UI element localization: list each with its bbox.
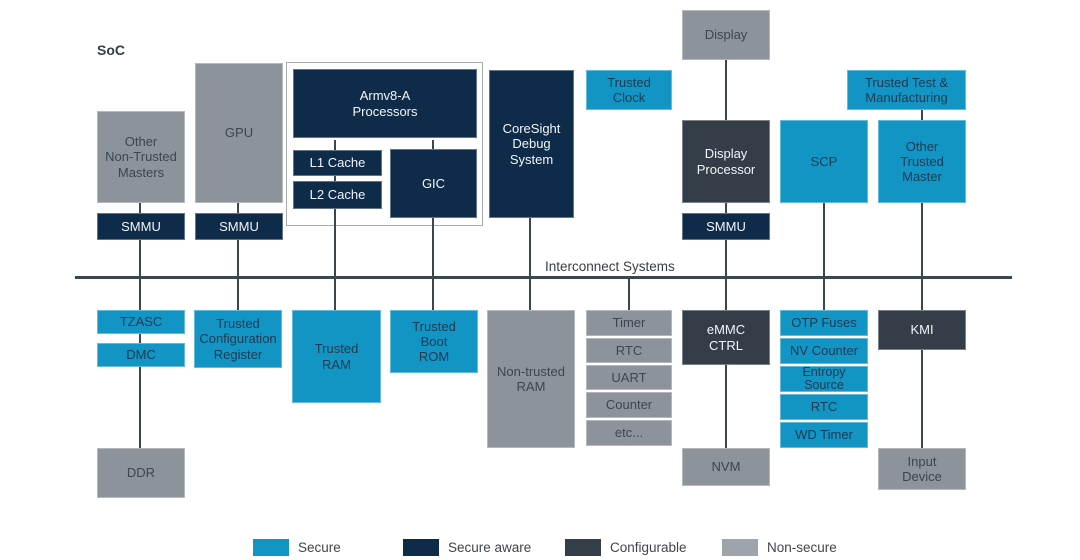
legend-swatch-configurable	[565, 538, 601, 556]
legend-item-configurable: Configurable	[565, 538, 687, 556]
node-l2-cache: L2 Cache	[293, 181, 382, 209]
node-trusted-ram: Trusted RAM	[292, 310, 381, 403]
node-entropy-source: Entropy Source	[780, 366, 868, 392]
node-scp: SCP	[780, 120, 868, 203]
node-display: Display	[682, 10, 770, 60]
legend-item-non-secure: Non-secure	[722, 538, 837, 556]
node-rtc-secure: RTC	[780, 394, 868, 420]
node-smmu-gpu: SMMU	[195, 213, 283, 240]
connector-line	[334, 140, 336, 310]
connector-line	[921, 350, 923, 448]
node-counter: Counter	[586, 392, 672, 418]
node-rtc: RTC	[586, 338, 672, 363]
node-smmu-display: SMMU	[682, 213, 770, 240]
legend-item-secure: Secure	[253, 538, 341, 556]
node-trusted-test-manufacturing: Trusted Test & Manufacturing	[847, 70, 966, 110]
connector-line	[432, 140, 434, 310]
connector-line	[237, 203, 239, 310]
node-coresight-debug-system: CoreSight Debug System	[489, 70, 574, 218]
connector-line	[921, 203, 923, 310]
node-armv8-processors: Armv8-A Processors	[293, 69, 477, 138]
legend-item-secure-aware: Secure aware	[403, 538, 531, 556]
node-timer: Timer	[586, 310, 672, 336]
connector-line	[921, 110, 923, 120]
soc-label: SoC	[97, 42, 125, 58]
node-dmc: DMC	[97, 343, 185, 367]
node-non-trusted-ram: Non-trusted RAM	[487, 310, 575, 448]
interconnect-label: Interconnect Systems	[545, 259, 675, 274]
connector-line	[823, 203, 825, 310]
node-other-non-trusted-masters: Other Non-Trusted Masters	[97, 111, 185, 203]
node-trusted-clock: Trusted Clock	[586, 70, 672, 110]
interconnect-bus-line	[75, 276, 1012, 279]
node-tzasc: TZASC	[97, 310, 185, 334]
legend-label-non-secure: Non-secure	[767, 539, 837, 555]
legend-swatch-secure	[253, 538, 289, 556]
legend-swatch-secure-aware	[403, 538, 439, 556]
legend-label-secure-aware: Secure aware	[448, 539, 532, 555]
node-gic: GIC	[390, 149, 477, 218]
node-display-processor: Display Processor	[682, 120, 770, 203]
node-nv-counter: NV Counter	[780, 338, 868, 364]
connector-line	[725, 365, 727, 448]
node-smmu-masters: SMMU	[97, 213, 185, 240]
node-kmi: KMI	[878, 310, 966, 350]
node-trusted-configuration-register: Trusted Configuration Register	[194, 310, 282, 368]
node-trusted-boot-rom: Trusted Boot ROM	[390, 310, 478, 373]
node-uart: UART	[586, 365, 672, 390]
node-emmc-ctrl: eMMC CTRL	[682, 310, 770, 365]
node-ddr: DDR	[97, 448, 185, 498]
node-otp-fuses: OTP Fuses	[780, 310, 868, 336]
node-gpu: GPU	[195, 63, 283, 203]
legend-swatch-non-secure	[722, 538, 758, 556]
node-input-device: Input Device	[878, 448, 966, 490]
legend-label-secure: Secure	[298, 539, 341, 555]
node-etc: etc...	[586, 420, 672, 446]
node-wd-timer: WD Timer	[780, 422, 868, 448]
connector-line	[628, 277, 630, 310]
node-other-trusted-master: Other Trusted Master	[878, 120, 966, 203]
node-nvm: NVM	[682, 448, 770, 486]
node-l1-cache: L1 Cache	[293, 150, 382, 176]
legend-label-configurable: Configurable	[610, 539, 687, 555]
connector-line	[529, 217, 531, 310]
